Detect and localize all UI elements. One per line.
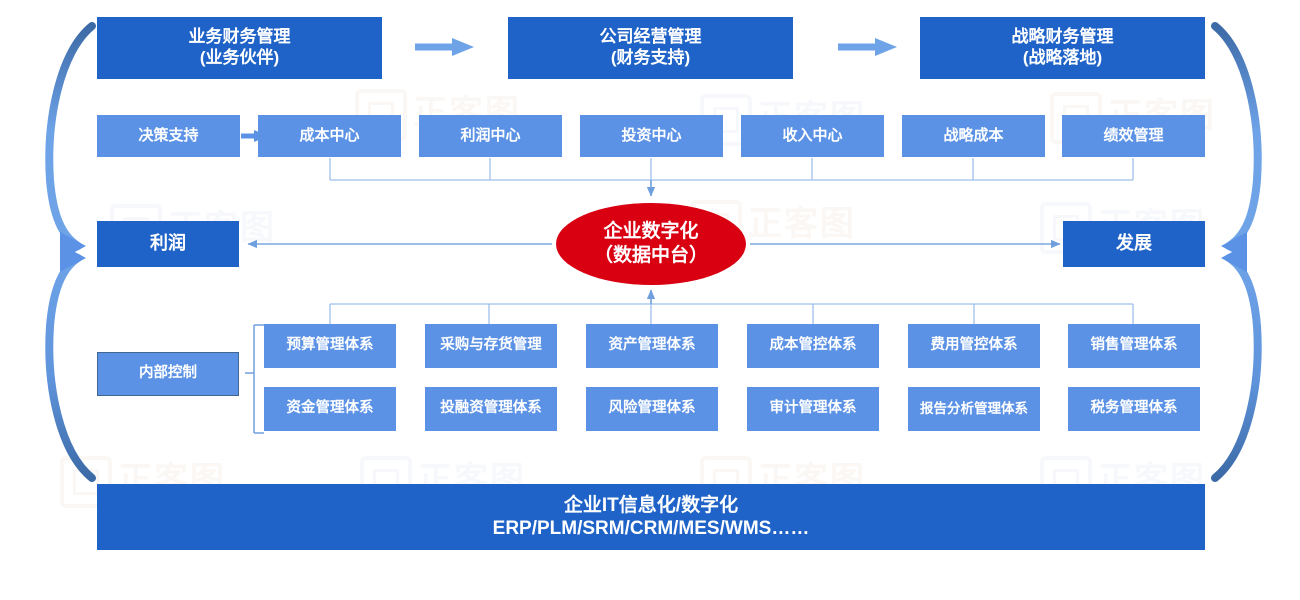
system-box-treasury[interactable]: 资金管理体系 [264, 387, 396, 431]
top-box-company-operation[interactable]: 公司经营管理 (财务支持) [508, 17, 793, 79]
system-box-tax[interactable]: 税务管理体系 [1068, 387, 1200, 431]
top-box-strategic-finance[interactable]: 战略财务管理 (战略落地) [920, 17, 1205, 79]
left-bracket-upper [45, 22, 96, 260]
system-box-audit[interactable]: 审计管理体系 [747, 387, 879, 431]
system-box-cost-control[interactable]: 成本管控体系 [747, 324, 879, 368]
row2-box-profit-center[interactable]: 利润中心 [419, 115, 562, 157]
system-box-investment-financing[interactable]: 投融资管理体系 [425, 387, 557, 431]
system-box-risk[interactable]: 风险管理体系 [586, 387, 718, 431]
right-bracket-lower [1211, 244, 1262, 482]
system-box-sales[interactable]: 销售管理体系 [1068, 324, 1200, 368]
row2-box-performance-management[interactable]: 绩效管理 [1062, 115, 1205, 157]
system-box-asset[interactable]: 资产管理体系 [586, 324, 718, 368]
right-bracket-upper [1211, 22, 1262, 260]
row2-box-investment-center[interactable]: 投资中心 [580, 115, 723, 157]
top-box-business-finance[interactable]: 业务财务管理 (业务伙伴) [97, 17, 382, 79]
top-flow-arrow-2 [838, 38, 897, 56]
lower-bus-connector [329, 303, 1134, 324]
row2-box-strategic-cost[interactable]: 战略成本 [902, 115, 1045, 157]
system-box-procurement-inventory[interactable]: 采购与存货管理 [425, 324, 557, 368]
row2-box-revenue-center[interactable]: 收入中心 [741, 115, 884, 157]
row2-box-decision-support[interactable]: 决策支持 [97, 115, 240, 157]
internal-control-box[interactable]: 内部控制 [97, 352, 239, 396]
row2-box-cost-center[interactable]: 成本中心 [258, 115, 401, 157]
left-bracket-lower [45, 244, 96, 482]
outcome-box-profit[interactable]: 利润 [97, 221, 239, 267]
system-box-reporting-analysis[interactable]: 报告分析管理体系 [908, 387, 1040, 431]
upper-bus-connector [329, 158, 1134, 181]
bottom-banner-it-systems[interactable]: 企业IT信息化/数字化 ERP/PLM/SRM/CRM/MES/WMS…… [97, 484, 1205, 550]
system-box-budget[interactable]: 预算管理体系 [264, 324, 396, 368]
center-node-digital-platform[interactable]: 企业数字化 （数据中台） [556, 203, 746, 285]
system-box-expense-control[interactable]: 费用管控体系 [908, 324, 1040, 368]
outcome-box-growth[interactable]: 发展 [1063, 221, 1205, 267]
top-flow-arrow-1 [415, 38, 474, 56]
internal-control-bracket [245, 324, 264, 434]
